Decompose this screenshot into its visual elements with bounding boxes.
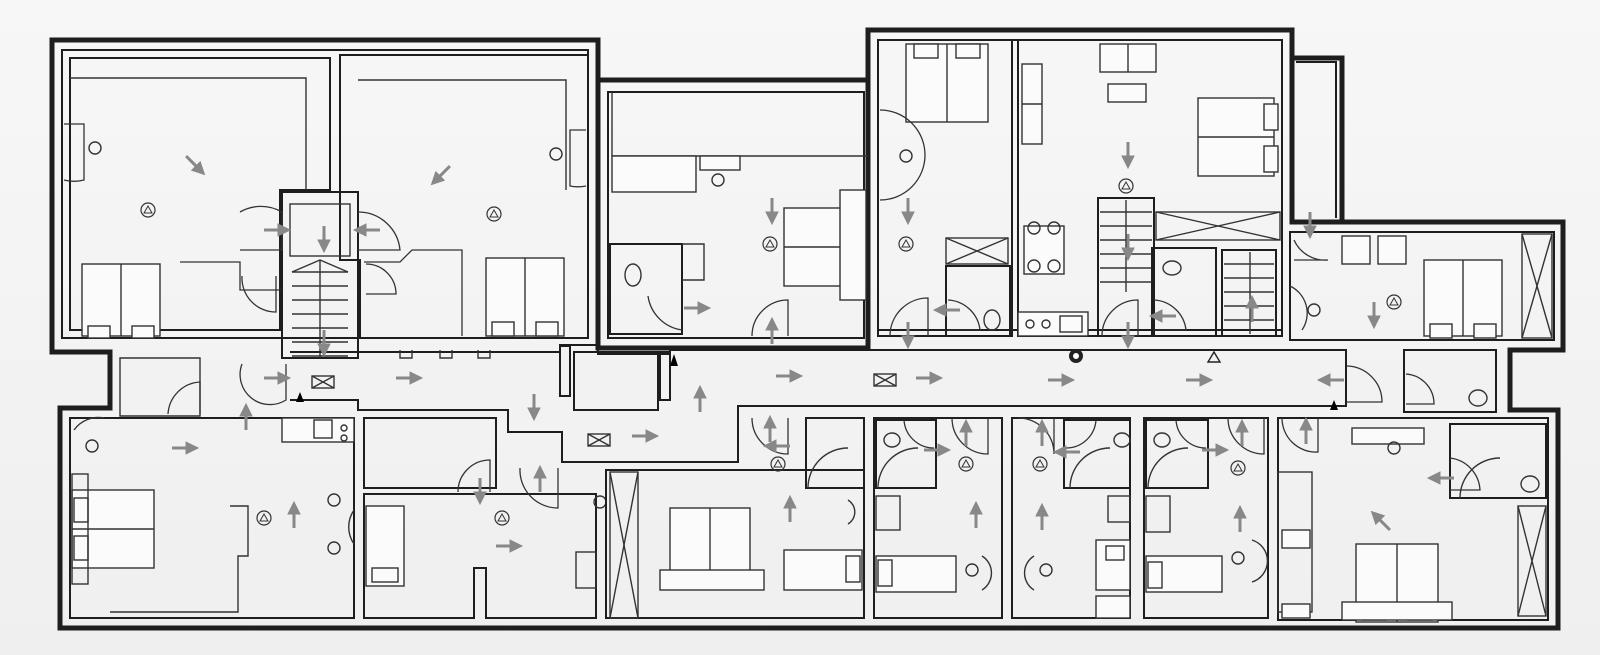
escape-arrow-icon: [901, 198, 915, 226]
escape-arrow-icon: [239, 402, 253, 430]
alarm-button-icon: [1069, 349, 1083, 363]
escape-arrow-icon: [1148, 309, 1176, 323]
escape-arrow-icon: [1235, 418, 1249, 446]
escape-arrow-icon: [1426, 471, 1454, 485]
room-bottom-2: [873, 417, 1003, 619]
dining-table: [1023, 221, 1065, 275]
escape-arrow-icon: [352, 223, 380, 237]
staircase-icon: [291, 259, 349, 358]
smoke-detector-icon: [898, 236, 914, 252]
escape-arrow-icon: [317, 226, 331, 254]
escape-arrow-icon: [916, 371, 944, 385]
room-top-middle: [595, 80, 871, 351]
escape-arrow-icon: [693, 384, 707, 412]
escape-arrow-icon: [1121, 234, 1135, 262]
escape-arrow-icon: [776, 369, 804, 383]
room-right-upper: [1289, 231, 1555, 413]
staircase-left: [239, 191, 401, 359]
escape-arrow-icon: [1299, 416, 1313, 444]
room-top-left-2: [339, 54, 589, 339]
escape-arrow-icon: [317, 330, 331, 358]
smoke-detector-icon: [770, 456, 786, 472]
room-top-right-b: [1017, 39, 1283, 337]
escape-arrow-icon: [1035, 418, 1049, 446]
hydrant-boxes: [311, 373, 897, 447]
smoke-detector-icon: [494, 510, 510, 526]
escape-arrow-icon: [1245, 294, 1259, 322]
escape-arrow-icon: [1121, 322, 1135, 350]
smoke-detector-icon: [1032, 456, 1048, 472]
escape-arrow-icon: [185, 155, 206, 176]
escape-arrow-icon: [496, 539, 524, 553]
corridor: [290, 344, 1347, 463]
escape-arrow-icon: [783, 494, 797, 522]
smoke-detector-icon: [256, 510, 272, 526]
hydrant-box-icon: [587, 433, 611, 447]
escape-arrow-icon: [527, 394, 541, 422]
escape-arrow-icon: [765, 316, 779, 344]
escape-arrow-icon: [924, 443, 952, 457]
escape-arrow-icon: [1186, 373, 1214, 387]
fire-extinguisher-icon: [670, 354, 678, 366]
escape-arrow-icon: [473, 478, 487, 506]
escape-arrow-icon: [430, 165, 451, 186]
smoke-detector-icon: [1230, 460, 1246, 476]
escape-arrow-icon: [901, 322, 915, 350]
escape-arrow-icon: [264, 371, 292, 385]
escape-arrow-icon: [969, 500, 983, 528]
smoke-detector-icon: [958, 456, 974, 472]
room-bottom-right: [1277, 417, 1549, 623]
escape-arrow-icon: [684, 301, 712, 315]
room-top-right-a: [877, 39, 1013, 337]
escape-arrow-icon: [172, 441, 200, 455]
escape-arrow-icon: [1052, 445, 1080, 459]
escape-arrow-icon: [1035, 502, 1049, 530]
escape-arrow-icon: [1233, 504, 1247, 532]
escape-arrow-icon: [1367, 302, 1381, 330]
escape-arrow-icon: [959, 418, 973, 446]
hydrant-box-icon: [311, 375, 335, 389]
escape-arrow-icon: [765, 198, 779, 226]
escape-arrow-icon: [763, 414, 777, 442]
escape-arrows: [172, 142, 1454, 553]
fire-extinguishers: [296, 354, 1338, 410]
smoke-detector-icon: [1386, 294, 1402, 310]
escape-arrow-icon: [932, 303, 960, 317]
room-bottom-4: [1143, 417, 1269, 619]
escape-arrow-icon: [1048, 373, 1076, 387]
hydrant-box-icon: [873, 373, 897, 387]
escape-arrow-icon: [632, 429, 660, 443]
room-bottom-1: [605, 417, 865, 619]
escape-arrow-icon: [533, 464, 547, 492]
smoke-detectors: [140, 178, 1402, 526]
fire-extinguisher-icon: [296, 392, 304, 402]
room-top-left-1: [63, 57, 331, 339]
escape-arrow-icon: [287, 500, 301, 528]
escape-arrow-icon: [1202, 443, 1230, 457]
smoke-detector-icon: [762, 236, 778, 252]
smoke-detector-icon: [486, 206, 502, 222]
room-bottom-left: [69, 357, 355, 619]
fire-extinguisher-icon: [1330, 400, 1338, 410]
escape-arrow-icon: [1370, 510, 1391, 531]
escape-arrow-icon: [396, 371, 424, 385]
room-bottom-middle-left: [363, 417, 607, 619]
escape-arrow-icon: [264, 223, 292, 237]
escape-arrow-icon: [1121, 142, 1135, 170]
smoke-detector-icon: [1118, 178, 1134, 194]
smoke-detector-icon: [140, 202, 156, 218]
warning-triangle-icon: [1206, 350, 1222, 363]
escape-arrow-icon: [1303, 212, 1317, 240]
escape-arrow-icon: [762, 439, 790, 453]
room-bottom-3: [1011, 417, 1131, 619]
escape-arrow-icon: [1316, 373, 1344, 387]
